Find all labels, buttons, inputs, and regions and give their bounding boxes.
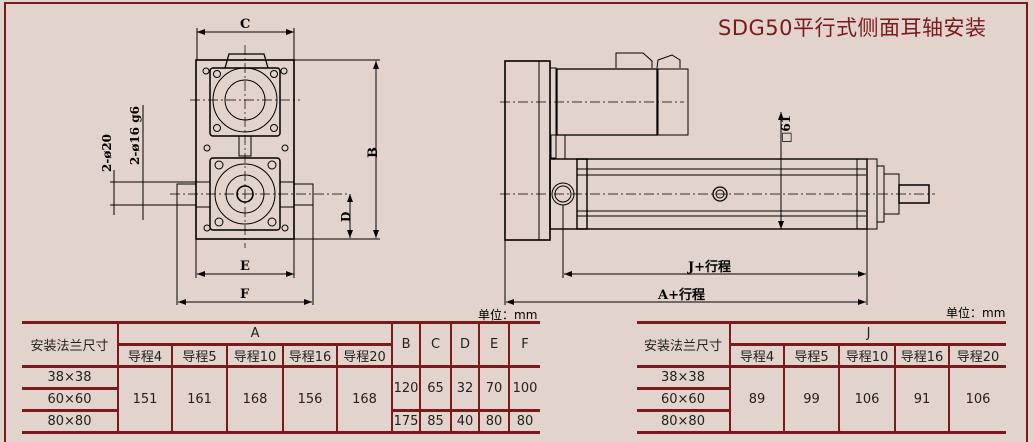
- header-lead-20: 导程20: [948, 343, 1006, 368]
- c-value: 65: [419, 365, 453, 412]
- header-a: A: [116, 321, 394, 346]
- dimensions-table-j: 安装法兰尺寸 J 导程4 导程5 导程10 导程16 导程20 38×38 89…: [637, 321, 1006, 434]
- dim-e-label: E: [240, 259, 250, 274]
- dim-dia20-label: 2-ø20: [100, 134, 114, 172]
- a-value: 151: [117, 365, 173, 434]
- header-b: B: [391, 321, 422, 368]
- header-lead-4: 导程4: [730, 343, 785, 368]
- unit-label-2: 单位：mm: [946, 306, 1006, 320]
- header-lead-5: 导程5: [783, 343, 840, 368]
- header-c: C: [419, 321, 453, 368]
- header-lead-16: 导程16: [282, 343, 338, 368]
- header-lead-5: 导程5: [171, 343, 228, 368]
- f-value: 100: [508, 365, 541, 412]
- flange-size: 60×60: [637, 387, 731, 412]
- flange-size: 38×38: [22, 365, 119, 390]
- flange-size: 80×80: [637, 409, 731, 434]
- dim-f-label: F: [240, 287, 250, 302]
- d-value: 32: [450, 365, 481, 412]
- c-value: 85: [419, 409, 453, 434]
- dim-a-stroke-label: A+行程: [657, 287, 705, 303]
- a-value: 168: [226, 365, 284, 434]
- a-value: 156: [282, 365, 338, 434]
- dim-c-label: C: [240, 17, 250, 32]
- header-d: D: [450, 321, 481, 368]
- header-e: E: [478, 321, 511, 368]
- e-value: 80: [478, 409, 511, 434]
- drawing-title: SDG50平行式侧面耳轴安装: [718, 16, 987, 40]
- front-view: C B D E F 2-ø20 2-ø16 g6: [100, 17, 381, 305]
- unit-label-1: 单位：mm: [478, 308, 538, 322]
- j-value: 91: [894, 365, 950, 434]
- j-value: 106: [838, 365, 896, 434]
- a-value: 168: [335, 365, 394, 434]
- header-lead-16: 导程16: [894, 343, 950, 368]
- header-flange: 安装法兰尺寸: [637, 321, 731, 368]
- side-view: □61 J+行程 A+行程: [500, 52, 935, 305]
- dim-b-label: B: [366, 147, 381, 158]
- dim-dia16-label: 2-ø16 g6: [128, 106, 142, 165]
- header-f: F: [508, 321, 541, 368]
- header-lead-10: 导程10: [226, 343, 284, 368]
- flange-size: 60×60: [22, 387, 119, 412]
- dim-j-stroke-label: J+行程: [687, 259, 731, 275]
- flange-size: 38×38: [637, 365, 731, 390]
- d-value: 40: [450, 409, 481, 434]
- a-value: 161: [171, 365, 228, 434]
- drawing-frame: [4, 2, 1028, 442]
- f-value: 80: [508, 409, 541, 434]
- header-lead-4: 导程4: [118, 343, 173, 368]
- flange-size: 80×80: [22, 409, 119, 434]
- b-value: 175: [391, 409, 422, 434]
- header-j: J: [729, 321, 1006, 346]
- dimensions-table-a: 安装法兰尺寸 A B C D E F 导程4 导程5 导程10 导程16 导程2…: [22, 321, 541, 434]
- j-value: 99: [783, 365, 840, 434]
- header-lead-10: 导程10: [838, 343, 896, 368]
- j-value: 106: [948, 365, 1006, 434]
- b-value: 120: [391, 365, 422, 412]
- header-lead-20: 导程20: [335, 343, 394, 368]
- j-value: 89: [729, 365, 785, 434]
- technical-drawing: C B D E F 2-ø20 2-ø16 g6 □61 J+行程: [100, 17, 935, 305]
- dim-d-label: D: [339, 212, 353, 222]
- e-value: 70: [478, 365, 511, 412]
- header-flange: 安装法兰尺寸: [22, 321, 119, 368]
- dim-square-label: □61: [779, 115, 793, 143]
